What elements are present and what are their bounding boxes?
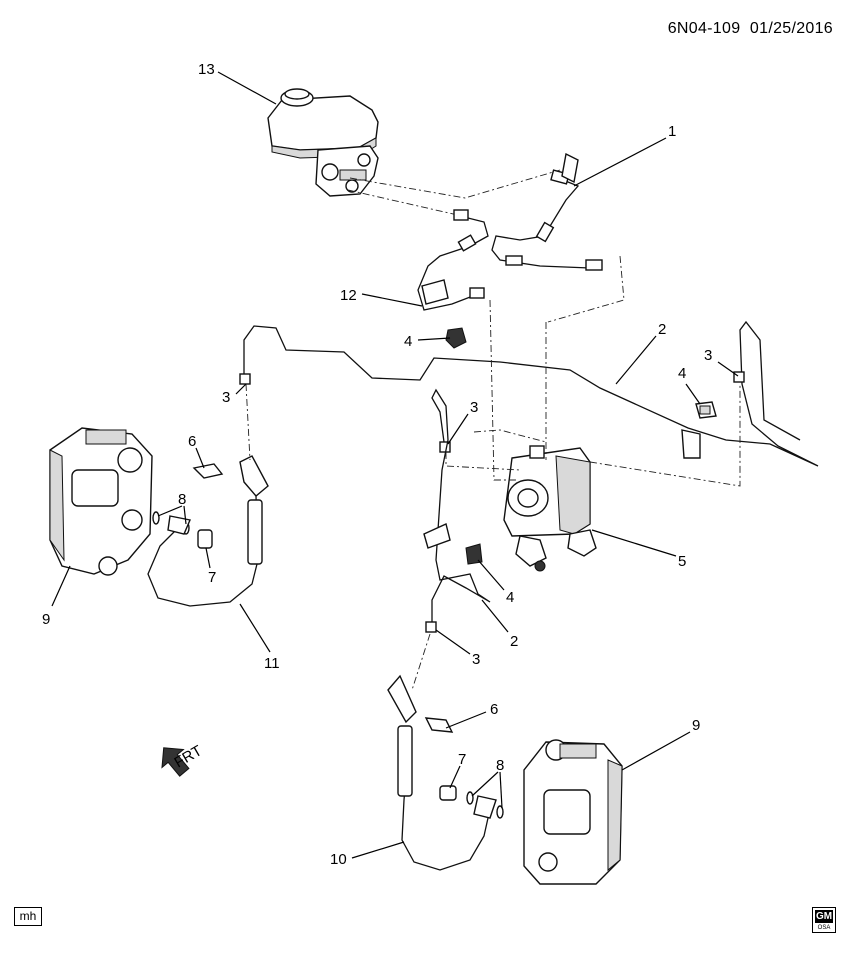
hose-bracket-right <box>473 795 497 819</box>
callout-8b: 8 <box>496 757 504 774</box>
callout-8a: 8 <box>178 491 186 508</box>
callout-4a: 4 <box>404 333 412 350</box>
diagram-id: 6N04-109 <box>667 20 741 37</box>
front-direction-arrow: FRT <box>161 742 205 777</box>
assembly-line-abs-4 <box>445 384 741 487</box>
author-tag: mh <box>14 907 42 926</box>
callout-12: 12 <box>340 287 357 304</box>
callout-2-lower: 2 <box>510 633 518 650</box>
callout-3a: 3 <box>222 389 230 406</box>
callout-9-right: 9 <box>692 717 700 734</box>
gm-logo: GM OSA <box>812 907 836 933</box>
callout-5: 5 <box>678 553 686 570</box>
callout-4b: 4 <box>678 365 686 382</box>
assembly-line-abs <box>489 299 516 481</box>
banjo-bolt-7-right <box>439 785 457 801</box>
callout-10: 10 <box>330 851 347 868</box>
callout-3d: 3 <box>472 651 480 668</box>
callout-1: 1 <box>668 123 676 140</box>
assembly-line-abs-3 <box>547 255 625 323</box>
assembly-line-mc-to-pipe1 <box>349 169 561 199</box>
banjo-bolt-7-left <box>197 529 213 549</box>
brake-pipe-2-upper <box>243 320 819 467</box>
callout-6a: 6 <box>188 433 196 450</box>
retainer-clip-4b <box>695 401 717 419</box>
assembly-line-hose10 <box>411 633 431 691</box>
gm-logo-sub: OSA <box>817 925 831 931</box>
gm-logo-text: GM <box>815 910 833 923</box>
callout-13: 13 <box>198 61 215 78</box>
hose-clip-6a <box>192 463 224 479</box>
fitting-3a <box>239 373 251 385</box>
callout-3b: 3 <box>704 347 712 364</box>
assembly-line-hose11 <box>245 383 251 461</box>
callout-2-upper: 2 <box>658 321 666 338</box>
brake-caliper-9-left <box>49 427 153 576</box>
brake-pipe-2-lower <box>423 388 491 622</box>
assembly-line-mc-to-pipe12 <box>347 189 463 217</box>
callout-3c: 3 <box>470 399 478 416</box>
callouts: 1 2 2 3 3 3 3 4 4 4 5 6 6 7 7 8 <box>42 61 739 868</box>
brake-hose-11 <box>147 455 269 607</box>
brake-pipe-1 <box>491 152 603 271</box>
callout-6b: 6 <box>490 701 498 718</box>
callout-7b: 7 <box>458 751 466 768</box>
abs-modulator-5 <box>503 445 597 572</box>
washer-8a <box>152 511 160 525</box>
washer-8d <box>496 805 504 819</box>
fitting-3b <box>733 371 745 383</box>
brake-pipe-12 <box>417 209 489 311</box>
hose-bracket-left <box>167 515 191 535</box>
brake-hose-10 <box>387 674 489 871</box>
callout-4c: 4 <box>506 589 514 606</box>
callout-11: 11 <box>264 655 280 672</box>
hose-clip-6b <box>424 717 454 733</box>
retainer-clip-4c <box>465 543 483 565</box>
callout-7a: 7 <box>208 569 216 586</box>
fitting-3d <box>425 621 437 633</box>
brake-caliper-9-right <box>523 739 623 885</box>
diagram-header: 6N04-109 01/25/2016 <box>668 20 833 38</box>
callout-9-left: 9 <box>42 611 50 628</box>
diagram-date: 01/25/2016 <box>749 20 833 37</box>
master-cylinder-reservoir <box>267 88 379 197</box>
washer-8c <box>466 791 474 805</box>
